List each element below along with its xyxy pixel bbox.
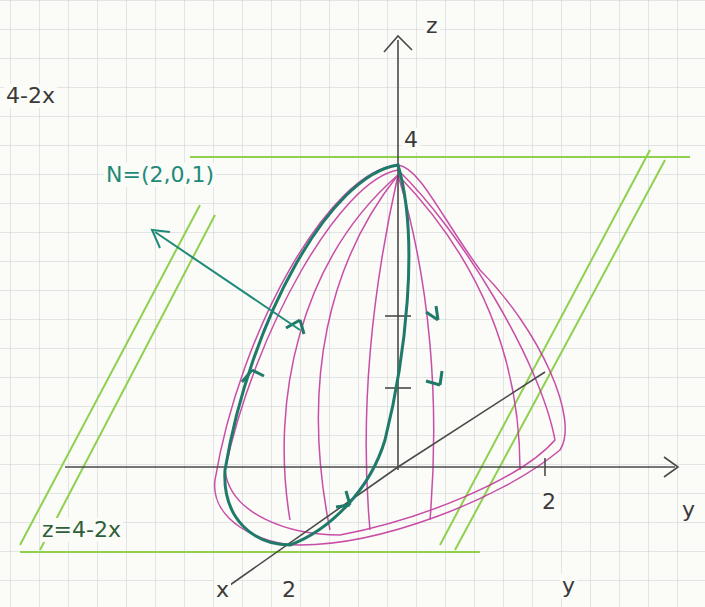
- sketch-label: z: [424, 14, 440, 38]
- paraboloid: [215, 165, 566, 545]
- sketch-label: z=4-2x: [40, 518, 123, 542]
- sketch-label: 4-2x: [4, 84, 57, 108]
- intersection-curve: [225, 165, 442, 545]
- axes: [65, 36, 678, 585]
- sketch-label: 2: [280, 578, 298, 602]
- sketch-label: 4: [402, 128, 420, 152]
- sketch-label: y: [680, 498, 697, 522]
- sketch-label: N=(2,0,1): [104, 163, 216, 187]
- sketch-label: x: [214, 578, 231, 602]
- sketch-label: 2: [540, 490, 558, 514]
- sketch-label: y: [560, 574, 577, 598]
- normal-vector: [152, 230, 300, 330]
- plane-lines: [20, 150, 690, 552]
